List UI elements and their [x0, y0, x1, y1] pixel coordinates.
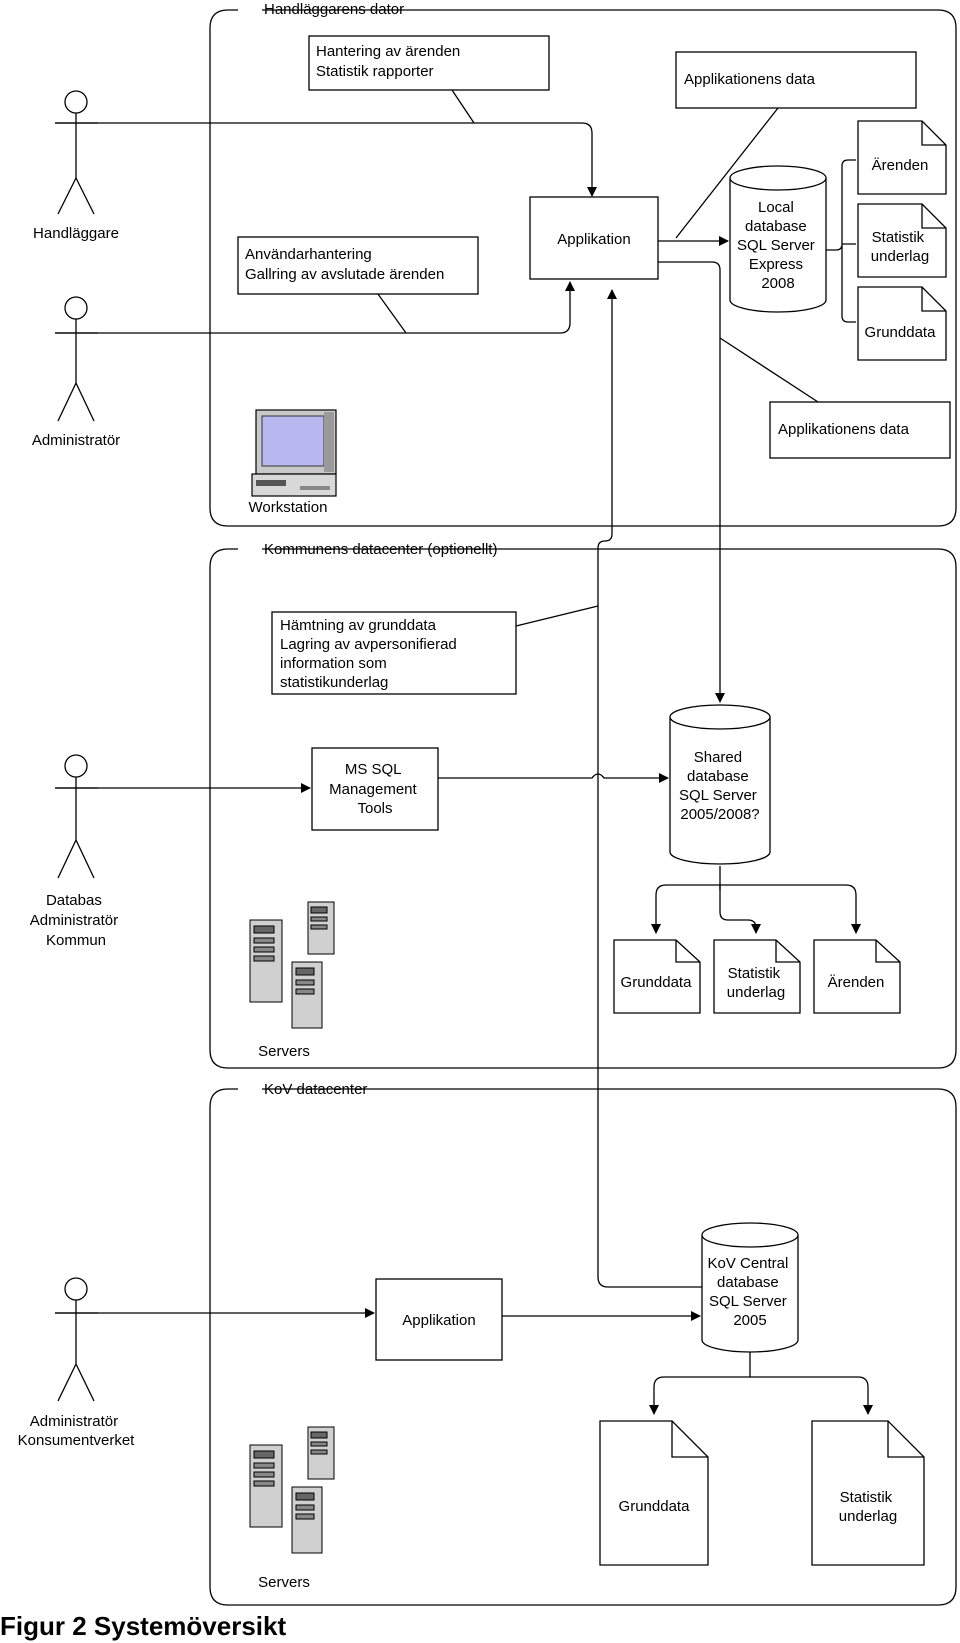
note-anchor-anvandar	[377, 293, 407, 334]
zone-workstation-title: Handläggarens dator	[264, 1, 404, 18]
database-shared	[669, 704, 771, 865]
database-local-label: Local database SQL Server Express 2008	[737, 199, 819, 292]
document-mun-grunddata	[613, 939, 701, 1014]
zone-kov-title: KoV datacenter	[264, 1081, 367, 1098]
component-app-workstation-label: Applikation	[557, 231, 630, 248]
zone-kov	[209, 1088, 957, 1606]
database-shared-label: Shared database SQL Server 2005/2008?	[679, 749, 761, 823]
line-admin-to-app	[55, 281, 575, 334]
document-mun-arenden-label: Ärenden	[828, 974, 885, 991]
workstation-label: Workstation	[249, 499, 328, 516]
note-appdata-top-box	[675, 51, 917, 109]
document-mun-grunddata-label: Grunddata	[621, 974, 693, 991]
line-centraldb-to-grunddata	[649, 1352, 751, 1415]
note-appdata-bottom-text: Applikationens data	[778, 421, 910, 438]
component-app-workstation	[529, 196, 659, 280]
document-ws-statistik	[857, 203, 947, 278]
document-mun-arenden	[813, 939, 901, 1014]
database-central-label: KoV Central database SQL Server 2005	[707, 1255, 792, 1329]
document-kov-grunddata-label: Grunddata	[619, 1498, 691, 1515]
servers-icon	[249, 901, 335, 1029]
zone-municipal	[209, 548, 957, 1069]
actor-kov-admin-label: Administratör Konsumentverket	[18, 1413, 136, 1449]
line-mssql-to-shareddb	[438, 773, 669, 783]
component-app-kov-label: Applikation	[402, 1312, 475, 1329]
workstation-icon	[251, 409, 337, 497]
note-hantering-box	[308, 35, 550, 91]
servers-municipal-label: Servers	[258, 1043, 310, 1060]
actor-db-admin	[55, 754, 98, 879]
document-ws-grunddata-label: Grunddata	[865, 324, 937, 341]
database-central	[701, 1222, 799, 1353]
line-shareddb-to-docs	[656, 866, 721, 933]
note-appdata-top-text: Applikationens data	[684, 71, 816, 88]
servers-icon	[249, 1426, 335, 1554]
document-ws-statistik-label: Statistik underlag	[871, 229, 929, 265]
document-mun-statistik-label: Statistik underlag	[727, 965, 785, 1001]
line-shareddb-to-statistik	[719, 885, 761, 934]
document-ws-arenden	[857, 120, 947, 195]
document-mun-statistik	[713, 939, 801, 1014]
note-hantering-text: Hantering av ärenden Statistik rapporter	[316, 43, 464, 80]
document-ws-grunddata	[857, 286, 947, 361]
line-centraldb-to-app	[597, 289, 702, 1288]
zone-municipal-title: Kommunens datacenter (optionellt)	[264, 541, 497, 558]
note-anchor-appdata-bottom	[719, 337, 819, 403]
actor-handlaggare-label: Handläggare	[33, 225, 119, 242]
line-handlaggare-to-app	[55, 122, 597, 197]
line-shareddb-to-arenden	[720, 884, 861, 934]
line-app-to-shareddb	[658, 261, 725, 703]
document-kov-statistik-label: Statistik underlag	[839, 1489, 897, 1525]
note-anchor-appdata-top	[675, 107, 779, 239]
actor-administrator-label: Administratör	[32, 432, 120, 449]
note-hamtning-box	[271, 611, 517, 695]
note-hamtning-text: Hämtning av grunddata Lagring av avperso…	[280, 617, 461, 691]
actor-administrator	[55, 296, 98, 422]
component-ms-sql-tools	[311, 747, 439, 831]
actor-kov-admin	[55, 1277, 98, 1402]
note-anvandar-text: Användarhantering Gallring av avslutade …	[245, 246, 444, 283]
servers-kov-label: Servers	[258, 1574, 310, 1591]
zone-workstation	[209, 9, 957, 527]
component-ms-sql-tools-label: MS SQL Management Tools	[329, 761, 421, 817]
note-anchor-hamtning	[515, 605, 599, 627]
line-localdb-to-docs	[826, 159, 856, 323]
document-ws-arenden-label: Ärenden	[872, 157, 929, 174]
note-anchor-hantering	[451, 89, 475, 124]
component-app-kov	[375, 1278, 503, 1361]
document-kov-grunddata	[599, 1420, 709, 1566]
actor-handlaggare	[55, 90, 98, 215]
database-local	[729, 165, 827, 313]
line-centraldb-to-statistik	[750, 1376, 873, 1415]
document-kov-statistik	[811, 1420, 925, 1566]
note-appdata-bottom-box	[769, 401, 951, 459]
figure-caption: Figur 2 Systemöversikt	[0, 1611, 286, 1641]
actor-db-admin-label: Databas Administratör Kommun	[30, 892, 123, 949]
note-anvandar-box	[237, 236, 479, 295]
